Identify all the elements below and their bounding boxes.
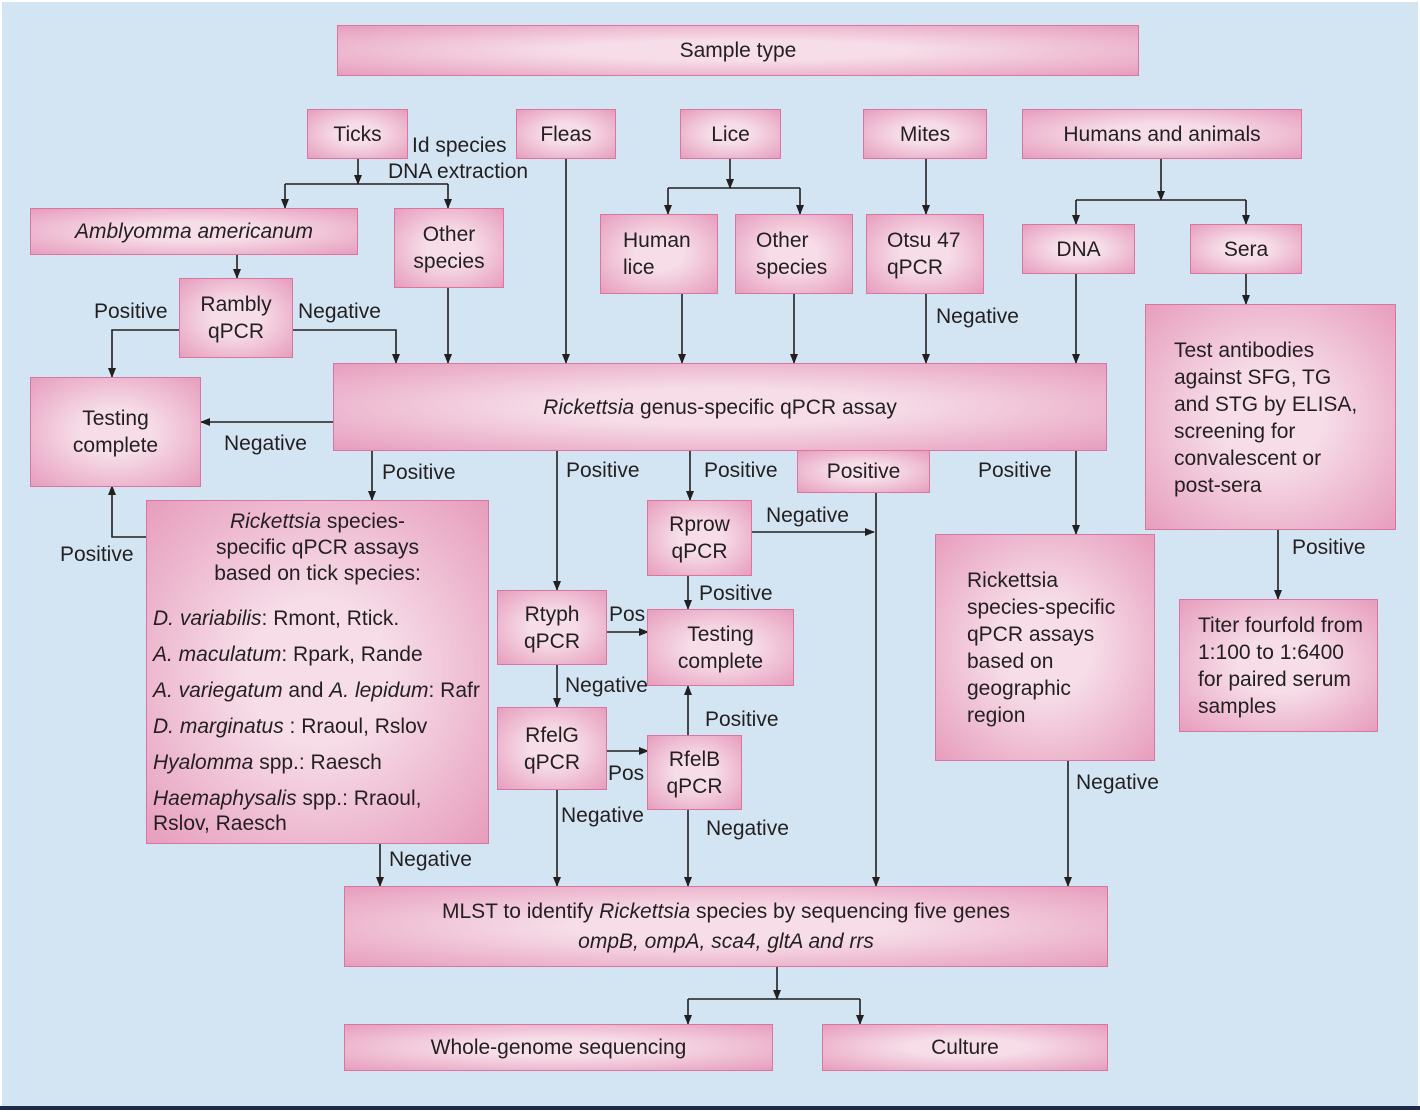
tick-species-assays: : Rraoul, Rslov — [283, 715, 428, 738]
mlst-pre: MLST to identify — [441, 899, 600, 923]
node-fleas: Fleas — [516, 109, 616, 159]
tick-species-name: A. variegatum — [153, 679, 283, 702]
tick-assay-row: A. variegatum and A. lepidum: Rafr — [153, 673, 488, 709]
node-testing-complete-mid: Testing complete — [647, 609, 794, 686]
node-genus-qpcr-assay: Rickettsia genus-specific qPCR assay — [333, 363, 1107, 451]
label-elisa-positive: Positive — [1292, 536, 1366, 559]
label-rtyph-pos: Pos — [609, 603, 646, 626]
node-humans-animals: Humans and animals — [1022, 109, 1302, 159]
label-genus-positive-4: Positive — [978, 459, 1052, 482]
node-dna: DNA — [1022, 224, 1135, 274]
node-amblyomma: Amblyomma americanum — [30, 208, 358, 255]
node-titer: Titer fourfold from 1:100 to 1:6400 for … — [1179, 599, 1378, 732]
node-elisa: Test antibodies against SFG, TG and STG … — [1145, 304, 1396, 530]
label-rfelb-negative: Negative — [706, 817, 789, 840]
tick-species-name: Haemaphysalis — [153, 787, 297, 810]
tick-species-assays: : Rafr — [428, 679, 480, 702]
node-tick-species-assays: Rickettsia species- specific qPCR assays… — [146, 500, 489, 844]
label-id-species: Id species — [412, 134, 507, 157]
label-rambly-negative: Negative — [298, 300, 381, 323]
node-rfelg-qpcr: RfelG qPCR — [497, 707, 607, 790]
label-rfelg-negative: Negative — [561, 804, 644, 827]
tick-species-name: Hyalomma — [153, 751, 254, 774]
node-lice: Lice — [680, 109, 781, 159]
node-testing-complete-left: Testing complete — [30, 377, 201, 487]
node-other-species-lice: Other species — [735, 214, 853, 294]
node-mites: Mites — [863, 109, 987, 159]
tick-assays-head-rest: species- — [321, 510, 406, 533]
node-ticks: Ticks — [307, 109, 408, 159]
tick-assay-row: D. variabilis: Rmont, Rtick. — [153, 601, 488, 637]
label-geo-negative: Negative — [1076, 771, 1159, 794]
tick-assays-last-line: Rslov, Raesch — [153, 812, 287, 835]
node-rprow-qpcr: Rprow qPCR — [647, 500, 752, 576]
bottom-rule — [0, 1106, 1420, 1110]
label-rfelg-pos: Pos — [608, 762, 645, 785]
node-rfelb-qpcr: RfelB qPCR — [647, 735, 742, 810]
tick-species-joiner: and — [282, 679, 330, 702]
label-rprow-negative: Negative — [766, 504, 849, 527]
tick-assays-rows: D. variabilis: Rmont, Rtick.A. maculatum… — [153, 601, 488, 817]
node-culture: Culture — [822, 1024, 1108, 1071]
mlst-post: species by sequencing five genes — [690, 899, 1011, 923]
node-positive: Positive — [797, 450, 930, 493]
tick-species-name: D. marginatus — [153, 715, 284, 738]
mlst-genes: ompB, ompA, sca4, gltA and rrs — [578, 929, 874, 953]
tick-species-name: A. maculatum — [153, 643, 282, 666]
label-tick-assays-positive: Positive — [60, 543, 134, 566]
node-whole-genome-sequencing: Whole-genome sequencing — [344, 1024, 773, 1071]
label-dna-extraction: DNA extraction — [388, 160, 529, 183]
node-other-species-ticks: Other species — [394, 208, 504, 288]
node-rambly-qpcr: Rambly qPCR — [179, 278, 293, 358]
node-geographic-assays: Rickettsia species-specific qPCR assays … — [935, 534, 1155, 761]
tick-species-name: D. variabilis — [153, 607, 262, 630]
node-sera: Sera — [1190, 224, 1302, 274]
label-tick-assays-negative: Negative — [389, 848, 472, 871]
label-rfelb-positive: Positive — [705, 708, 779, 731]
label-otsu-negative: Negative — [936, 305, 1019, 328]
tick-assays-head-line3: based on tick species: — [214, 562, 421, 585]
genus-assay-rest: genus-specific qPCR assay — [634, 395, 897, 419]
genus-assay-italic: Rickettsia — [543, 395, 635, 419]
label-genus-negative: Negative — [224, 432, 307, 455]
edge-rambly-negative — [292, 329, 400, 364]
tick-species-name: A. lepidum — [329, 679, 429, 702]
tick-species-assays: : Rpark, Rande — [281, 643, 423, 666]
tick-assay-row: D. marginatus : Rraoul, Rslov — [153, 709, 488, 745]
tick-species-assays: : Rmont, Rtick. — [261, 607, 400, 630]
edge-rambly-positive — [108, 329, 180, 378]
label-rprow-positive: Positive — [699, 582, 773, 605]
label-genus-positive-1: Positive — [382, 461, 456, 484]
node-otsu-qpcr: Otsu 47 qPCR — [866, 214, 984, 294]
tick-assay-row: A. maculatum: Rpark, Rande — [153, 637, 488, 673]
tick-species-assays: spp.: Rraoul, — [296, 787, 422, 810]
tick-species-assays: spp.: Raesch — [253, 751, 382, 774]
tick-assays-head-line2: specific qPCR assays — [215, 536, 420, 559]
edge-tickassays-positive — [108, 485, 146, 538]
node-rtyph-qpcr: Rtyph qPCR — [497, 590, 607, 665]
label-rambly-positive: Positive — [94, 300, 168, 323]
label-genus-positive-3: Positive — [704, 459, 778, 482]
tick-assay-row: Haemaphysalis spp.: Rraoul, — [153, 781, 488, 817]
label-rtyph-negative: Negative — [565, 674, 648, 697]
tick-assays-head-italic: Rickettsia — [229, 510, 321, 533]
node-mlst: MLST to identify Rickettsia species by s… — [344, 886, 1108, 967]
tick-assay-row: Hyalomma spp.: Raesch — [153, 745, 488, 781]
node-human-lice: Human lice — [600, 214, 718, 294]
label-genus-positive-2: Positive — [566, 459, 640, 482]
mlst-italic: Rickettsia — [599, 899, 691, 923]
node-sample-type: Sample type — [337, 25, 1139, 76]
